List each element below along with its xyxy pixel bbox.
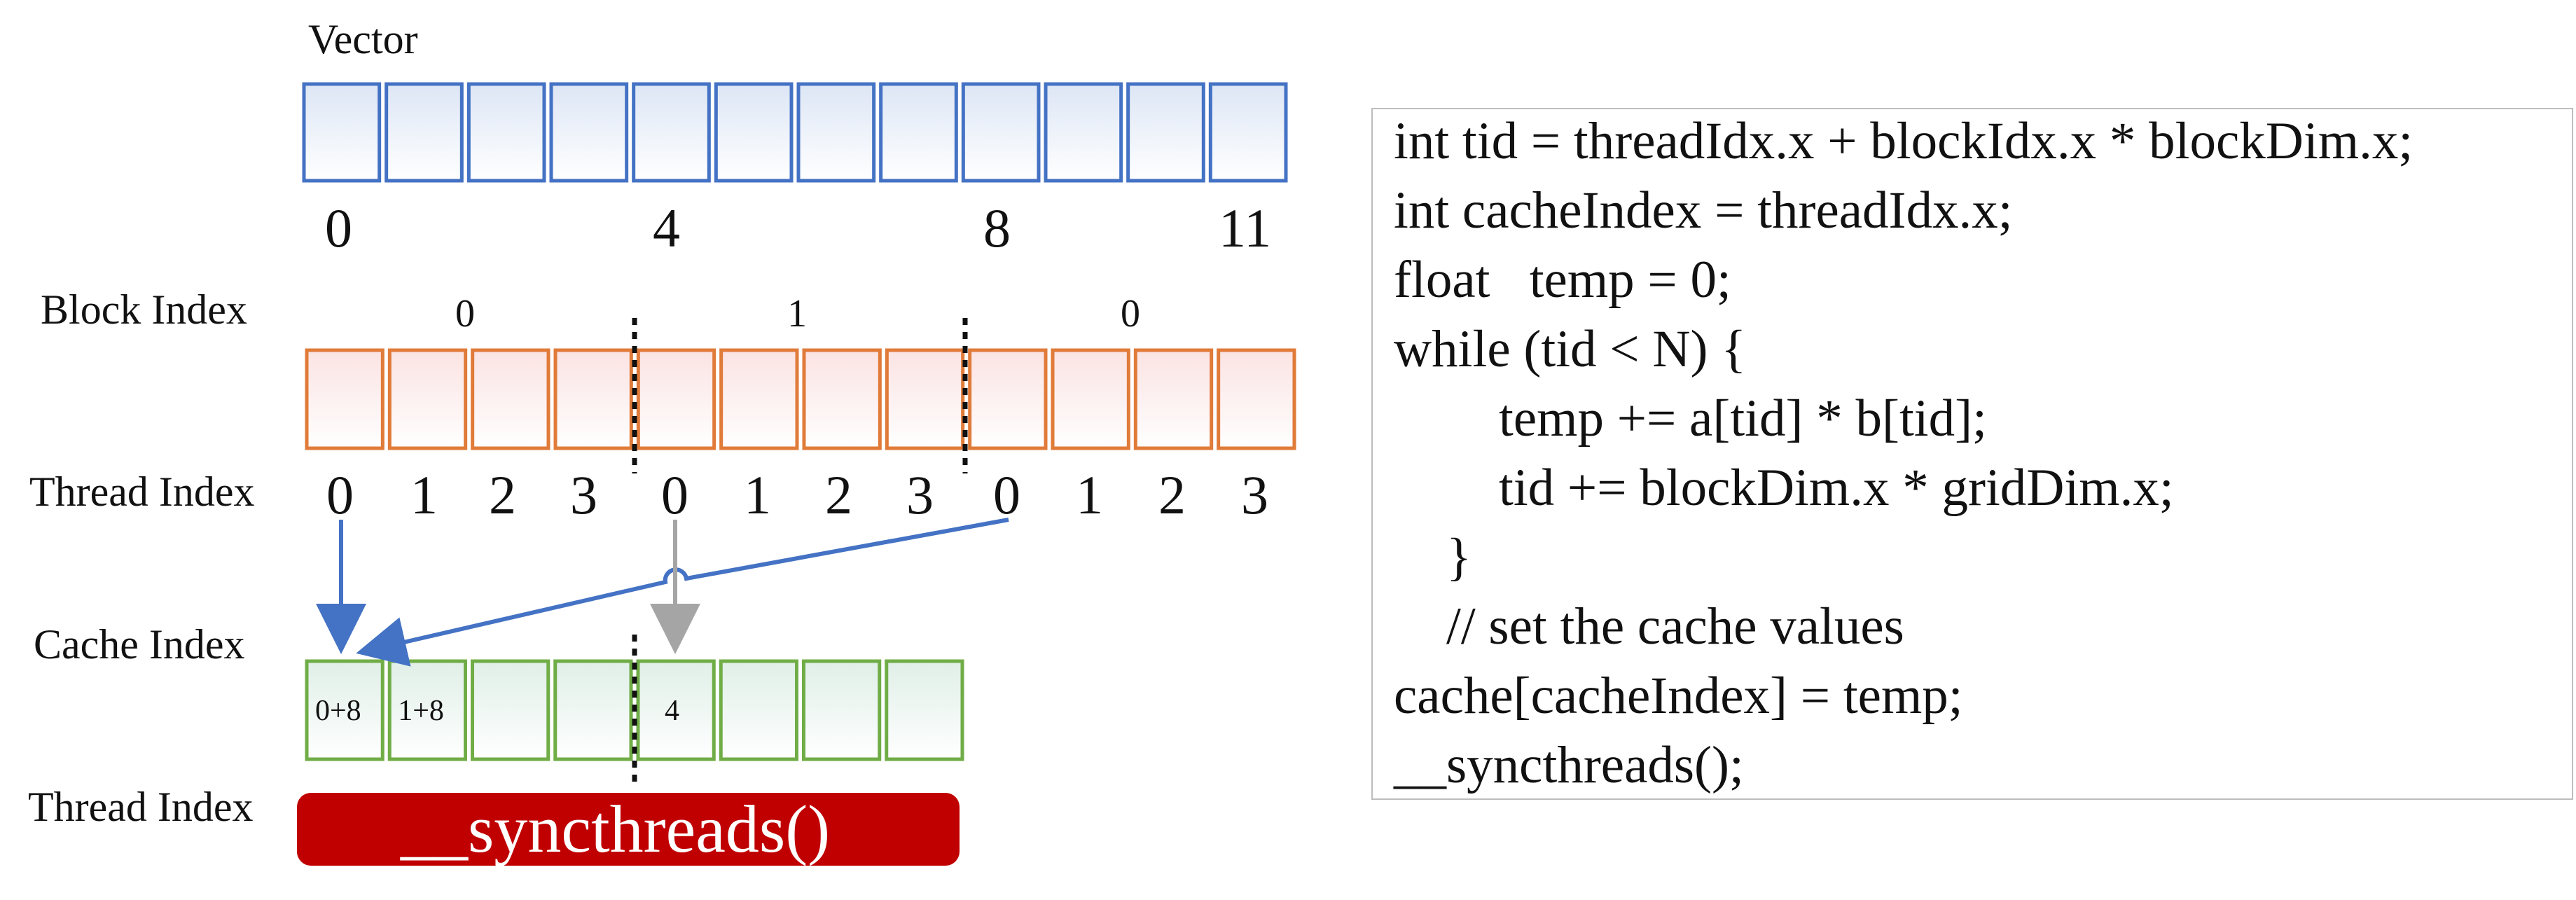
thread-index-number: 3	[570, 464, 597, 525]
thread-cell	[305, 348, 385, 450]
cache-cell-value: 0+8	[315, 695, 361, 727]
thread-cell	[719, 348, 799, 450]
code-line: cache[cacheIndex] = temp;	[1394, 667, 1963, 725]
thread-index-number: 2	[489, 464, 516, 525]
thread-cell	[1217, 348, 1296, 450]
block-label-1: 1	[787, 292, 807, 335]
thread-index-number: 2	[825, 464, 852, 525]
vector-index-8: 8	[983, 198, 1011, 258]
vector-cell	[632, 82, 711, 183]
vector-cell	[796, 82, 876, 183]
code-line: // set the cache values	[1394, 597, 1904, 656]
cache-cell	[885, 659, 964, 761]
thread-index-number: 1	[1076, 464, 1103, 525]
thread-numbers: 0 1 2 3 0 1 2 3 0 1 2 3	[326, 464, 1268, 525]
code-line: __syncthreads();	[1394, 736, 1744, 794]
cache-cell	[802, 659, 882, 761]
code-line: int tid = threadIdx.x + blockIdx.x * blo…	[1394, 112, 2414, 170]
thread-cell	[968, 348, 1048, 450]
thread-index-bottom-label: Thread Index	[28, 784, 254, 830]
code-line: while (tid < N) {	[1394, 320, 1747, 378]
code-line: tid += blockDim.x * gridDim.x;	[1394, 459, 2174, 517]
thread-index-number: 3	[906, 464, 934, 525]
vector-cell	[1044, 82, 1123, 183]
cache-cell	[719, 659, 798, 761]
vector-cell	[961, 82, 1041, 183]
cache-cell-value: 1+8	[398, 695, 444, 727]
cache-cell	[553, 659, 633, 761]
code-panel: int tid = threadIdx.x + blockIdx.x * blo…	[1371, 108, 2573, 800]
code-line: temp += a[tid] * b[tid];	[1394, 389, 1987, 448]
thread-index-number: 0	[993, 464, 1020, 525]
thread-cell	[387, 348, 468, 450]
thread-cell	[553, 348, 633, 450]
thread-cell	[885, 348, 965, 450]
thread-cell	[1051, 348, 1130, 450]
vector-cell	[466, 82, 546, 183]
thread-index-number: 3	[1241, 464, 1268, 525]
block-label-0: 0	[455, 292, 475, 335]
syncthreads-bar	[297, 793, 960, 866]
cache-cell	[636, 659, 716, 761]
vector-cell	[714, 82, 794, 183]
vector-index-11: 11	[1219, 198, 1271, 258]
vector-cell	[302, 82, 382, 183]
thread-index-number: 2	[1158, 464, 1186, 525]
syncthreads-label: __syncthreads()	[400, 791, 830, 866]
thread-index-label: Thread Index	[29, 469, 255, 515]
thread-cell	[802, 348, 882, 450]
code-line: }	[1394, 528, 1471, 586]
vector-index-4: 4	[653, 198, 680, 258]
vector-cell	[385, 82, 464, 183]
vector-cell	[879, 82, 958, 183]
vector-index-0: 0	[325, 198, 352, 258]
block-label-2: 0	[1121, 292, 1140, 335]
thread-index-number: 0	[326, 464, 354, 525]
thread-index-number: 1	[744, 464, 771, 525]
code-line: int cacheIndex = threadIdx.x;	[1394, 181, 2013, 240]
thread-cell	[636, 348, 716, 450]
vector-cell	[549, 82, 629, 183]
block-index-label: Block Index	[41, 286, 247, 333]
thread-cell	[1133, 348, 1214, 450]
cache-cell-value: 4	[665, 695, 679, 727]
vector-cells	[302, 82, 1288, 183]
cache-cells: 0+8 1+8 4	[305, 659, 964, 761]
cache-cell	[471, 659, 550, 761]
code-line: float temp = 0;	[1394, 251, 1731, 309]
thread-index-number: 0	[661, 464, 688, 525]
block-cells	[305, 348, 1296, 450]
thread-cell	[471, 348, 550, 450]
vector-cell	[1208, 82, 1288, 183]
vector-label: Vector	[308, 16, 418, 62]
cache-index-label: Cache Index	[34, 621, 245, 667]
thread-index-number: 1	[410, 464, 438, 525]
cache-cell	[387, 659, 467, 761]
arrow-thread8-to-cache0	[356, 518, 1009, 667]
cache-cell	[305, 659, 385, 761]
vector-cell	[1126, 82, 1205, 183]
